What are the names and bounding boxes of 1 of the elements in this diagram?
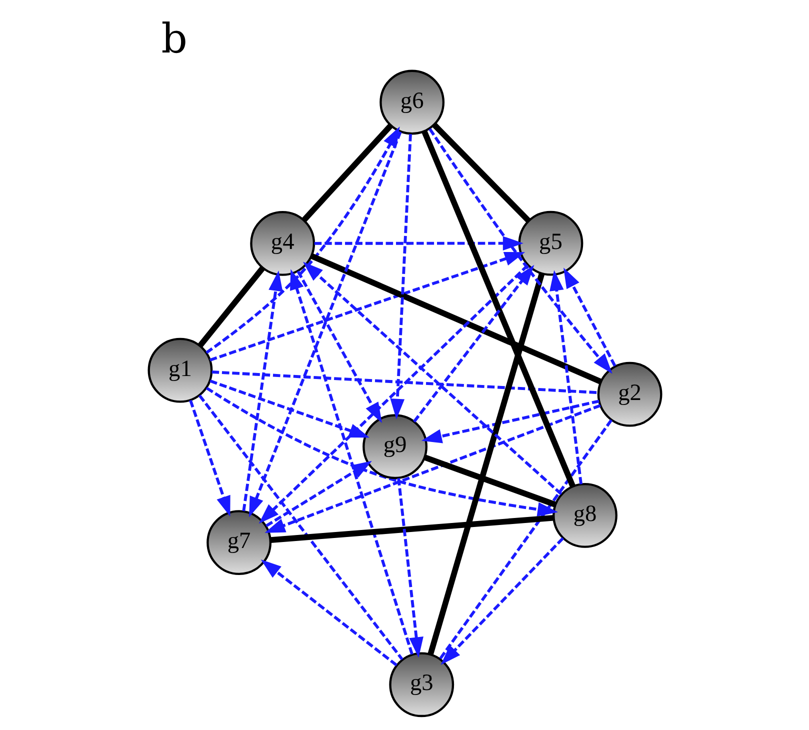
diagram-title: b	[160, 14, 187, 62]
